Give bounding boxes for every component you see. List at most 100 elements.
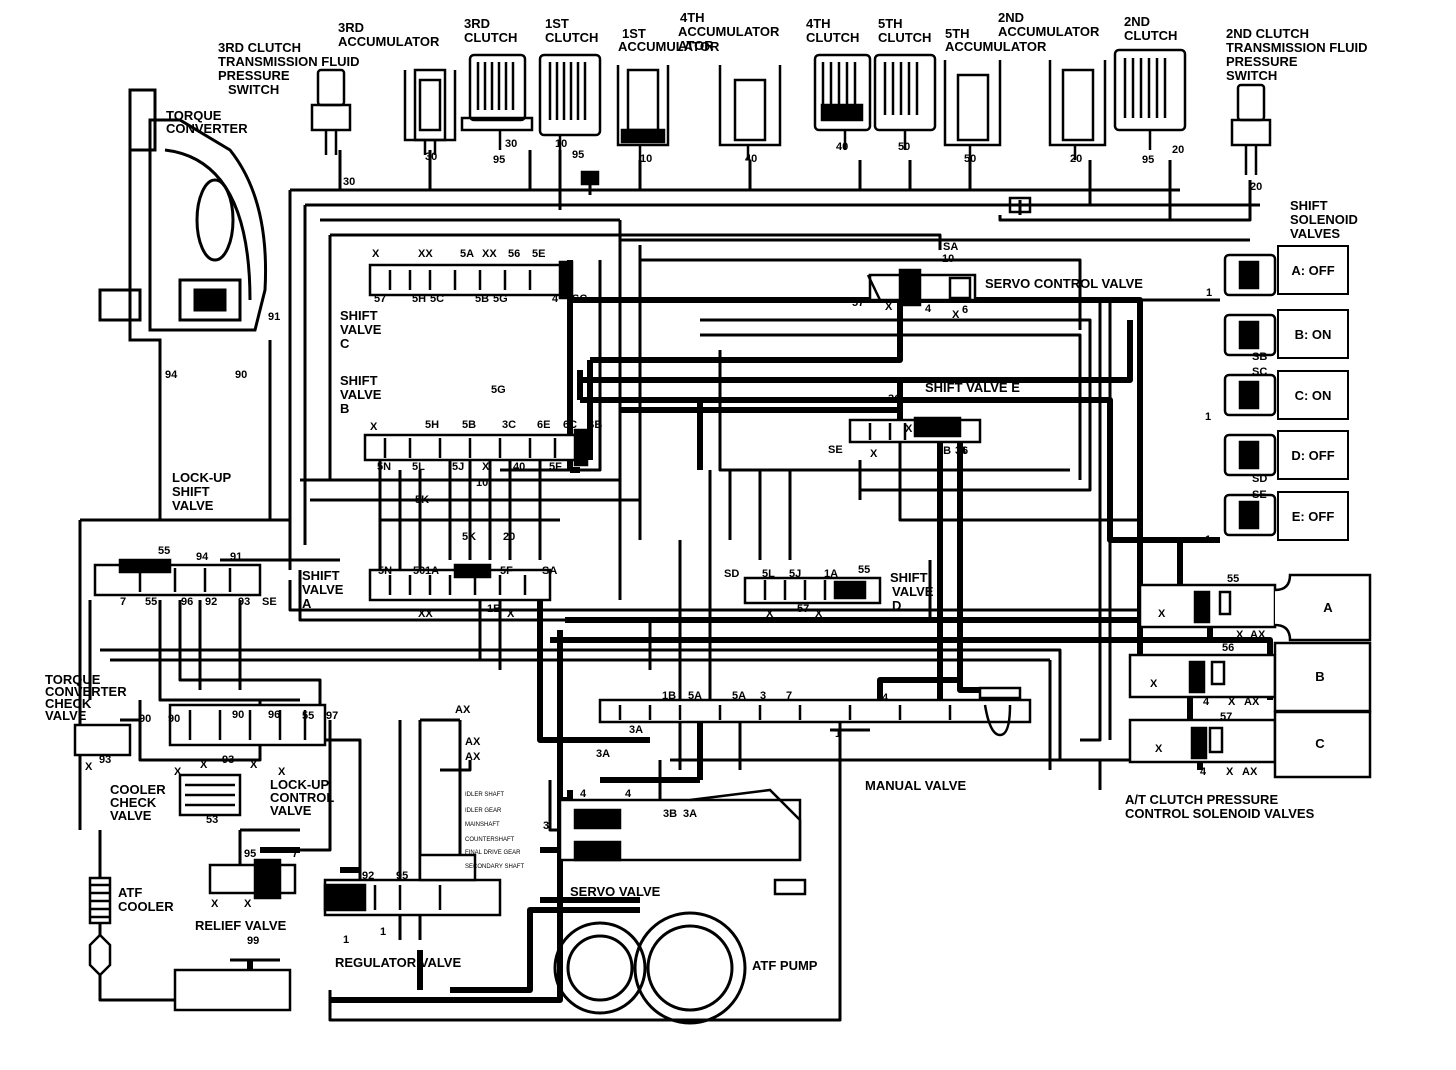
top-components <box>310 48 1272 214</box>
port-label: AX <box>1242 766 1258 778</box>
port-label: AX <box>465 736 481 748</box>
port-label: 3B <box>663 808 677 820</box>
port-label: 4 <box>925 303 932 315</box>
port-label: 5K <box>415 494 429 506</box>
port-label: 90 <box>168 713 180 725</box>
shift-valve-c-body <box>368 260 574 300</box>
solenoid-label-boxes: A: OFF B: ON C: ON D: OFF E: OFF <box>1277 245 1349 541</box>
shift-valve-b-body <box>363 428 589 467</box>
port-label: 1 <box>380 926 386 938</box>
filter-body <box>88 933 292 1012</box>
relief-valve-body <box>208 858 297 900</box>
solenoid-b[interactable]: B: ON <box>1277 309 1349 359</box>
port-label: 4 <box>1203 696 1210 708</box>
port-label: 3A <box>629 724 643 736</box>
servo-valve-body <box>558 788 807 896</box>
port-label: 4 <box>552 293 559 305</box>
tc-check-valve-body <box>73 723 132 757</box>
port-label: 91 <box>230 551 242 563</box>
port-label: 5A <box>460 248 474 260</box>
accumulator-2nd <box>1048 60 1107 160</box>
solenoid-c[interactable]: C: ON <box>1277 370 1349 420</box>
port-label: 30 <box>505 138 517 150</box>
port-label: 1 <box>343 934 349 946</box>
port-label: X <box>507 608 515 620</box>
atf-cooler-fins <box>90 883 110 919</box>
clutch-2nd-body <box>1113 48 1187 150</box>
port-label: 7 <box>292 848 298 860</box>
port-label: 3 <box>543 820 549 832</box>
port-label: AX <box>1244 696 1260 708</box>
clutch-4th-body <box>813 53 872 150</box>
shaft-label: MAINSHAFT <box>465 822 500 828</box>
port-label: 1 <box>1205 534 1211 546</box>
port-label: 5N <box>377 461 391 473</box>
check-valve-small <box>1008 196 1032 214</box>
shift-valve-d-body <box>743 576 882 605</box>
port-label: 55 <box>477 565 489 577</box>
port-label: 55 <box>302 710 314 722</box>
port-label: 5F <box>549 461 562 473</box>
solenoid-e[interactable]: E: OFF <box>1277 491 1349 541</box>
torque-converter-body <box>98 88 268 370</box>
solenoid-e-label: E: OFF <box>1292 509 1335 524</box>
cooler-check-valve-body <box>178 773 242 817</box>
port-label: 96 <box>181 596 193 608</box>
port-label: SA <box>943 241 958 253</box>
solenoid-a[interactable]: A: OFF <box>1277 245 1349 295</box>
regulator-valve-body <box>323 853 502 917</box>
port-label: 3A <box>596 748 610 760</box>
port-label: X <box>952 309 960 321</box>
port-label: SB <box>1252 351 1267 363</box>
solenoid-a-label: A: OFF <box>1291 263 1334 278</box>
port-label: 97 <box>326 710 338 722</box>
pressure-switch-2nd <box>1230 83 1272 175</box>
port-label: 92 <box>362 870 374 882</box>
port-label: 10 <box>555 138 567 150</box>
clutch-5th-body <box>873 53 937 150</box>
title-shift-valve-e: SHIFT VALVE E <box>925 380 1020 395</box>
port-label: 6 <box>962 445 968 457</box>
port-label: X <box>766 608 774 620</box>
port-label: 5H <box>425 419 439 431</box>
port-label: 1B <box>487 603 501 615</box>
port-label: 5F <box>500 565 513 577</box>
solenoid-d-label: D: OFF <box>1291 448 1334 463</box>
port-label: 40 <box>513 461 525 473</box>
solenoid-c-label: C: ON <box>1295 388 1332 403</box>
port-label: 55 <box>1227 573 1239 585</box>
port-label: SE <box>262 596 277 608</box>
shift-valve-a-body <box>368 563 552 602</box>
port-label: 5N <box>378 565 392 577</box>
port-label: X <box>482 461 490 473</box>
port-label: 55 <box>858 564 870 576</box>
clutch-3rd-body <box>460 53 534 150</box>
solenoid-d[interactable]: D: OFF <box>1277 430 1349 480</box>
port-label: 5J <box>452 461 464 473</box>
port-label: 5B <box>475 293 489 305</box>
port-label: 1B <box>662 690 676 702</box>
port-label: 57 <box>374 293 386 305</box>
port-label: 5K <box>462 531 476 543</box>
port-label: 1 <box>835 728 841 740</box>
port-label: 40 <box>836 141 848 153</box>
atf-pump-body <box>553 911 747 1025</box>
port-label: 55 <box>158 545 170 557</box>
